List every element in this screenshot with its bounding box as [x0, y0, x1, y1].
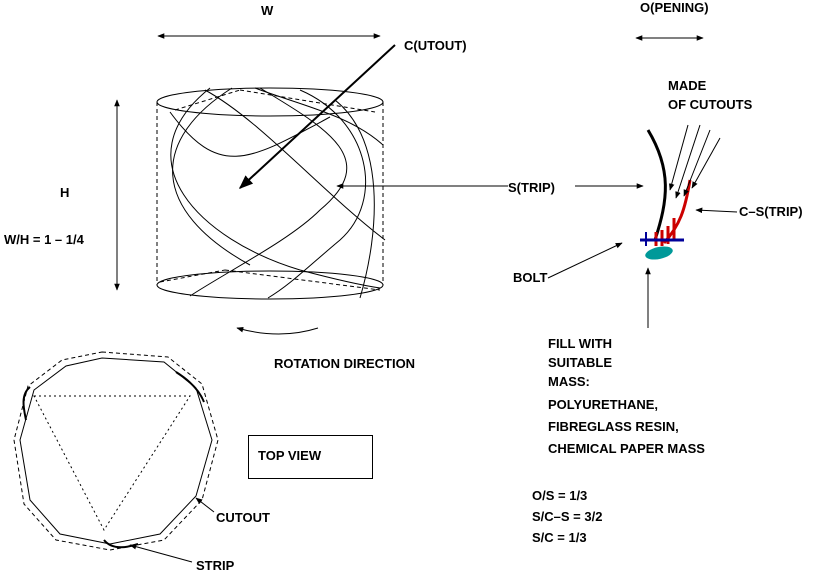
cutout-bottom-label: CUTOUT: [216, 510, 270, 525]
bolt-arrow: [547, 242, 623, 279]
fill-label-2: SUITABLE: [548, 355, 613, 370]
top-view-label: TOP VIEW: [258, 448, 322, 463]
ratio-label: W/H = 1 – 1/4: [4, 232, 84, 247]
fill-label-6: CHEMICAL PAPER MASS: [548, 441, 705, 456]
c-strip-label: C–S(TRIP): [739, 204, 803, 219]
cutout-bottom-arrow: [195, 497, 215, 513]
cutout-arrow: [238, 44, 396, 189]
made-of-cutouts-label-1: MADE: [668, 78, 707, 93]
fill-label-5: FIBREGLASS RESIN,: [548, 419, 679, 434]
strip-bottom-arrow: [129, 543, 193, 563]
made-of-cutouts-arrows: [668, 124, 721, 199]
strip-bottom-label: STRIP: [196, 558, 235, 573]
width-label: W: [261, 3, 274, 18]
c-strip-arrow: [695, 207, 738, 214]
strip-center-label: S(TRIP): [508, 180, 555, 195]
rotation-label: ROTATION DIRECTION: [274, 356, 416, 371]
ratio-s-c: S/C = 1/3: [532, 530, 587, 545]
fill-label-4: POLYURETHANE,: [548, 397, 659, 412]
rotation-arrow: [236, 326, 319, 335]
bolt-label: BOLT: [513, 270, 548, 285]
made-of-cutouts-label-2: OF CUTOUTS: [668, 97, 753, 112]
fill-label-3: MASS:: [548, 374, 590, 389]
height-label: H: [60, 185, 70, 200]
strip-detail: [640, 129, 692, 260]
top-view-box: [248, 435, 373, 479]
opening-label: O(PENING): [640, 0, 709, 15]
fill-label-1: FILL WITH: [548, 336, 613, 351]
ratio-s-cs: S/C–S = 3/2: [532, 509, 603, 524]
cutout-top-label: C(UTOUT): [404, 38, 467, 53]
top-view-drawing: [13, 351, 219, 551]
cylinder: [156, 87, 386, 300]
ratio-o-s: O/S = 1/3: [532, 488, 588, 503]
